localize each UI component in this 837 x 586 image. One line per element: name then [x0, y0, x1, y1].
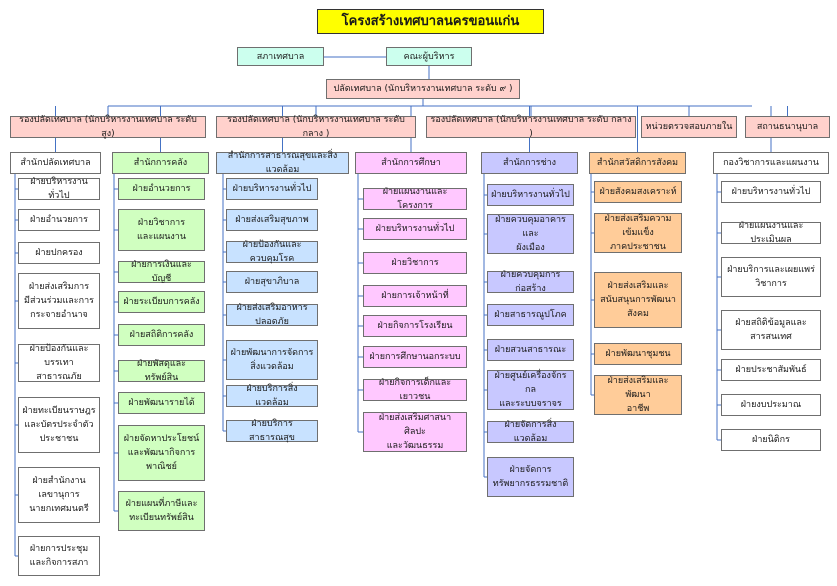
office-header-2: สำนักการคลัง — [112, 152, 209, 174]
municipal-council-box: สภาเทศบาล — [237, 47, 324, 66]
division-box: ฝ่ายสวนสาธารณะ — [487, 339, 574, 361]
office-header-1: สำนักปลัดเทศบาล — [10, 152, 101, 174]
division-box: ฝ่ายแผนที่ภาษีและ ทะเบียนทรัพย์สิน — [118, 491, 205, 531]
division-box: ฝ่ายวิชาการ และแผนงาน — [118, 209, 205, 251]
division-box: ฝ่ายควบคุมการก่อสร้าง — [487, 270, 574, 294]
division-box: ฝ่ายป้องกันและ บรรเทาสาธารณภัย — [18, 344, 100, 382]
division-box: ฝ่ายพัฒนาการจัดการ สิ่งแวดล้อม — [226, 340, 318, 380]
division-box: ฝ่ายส่งเสริมการ มีส่วนร่วมและการ กระจายอ… — [18, 273, 100, 329]
division-box: ฝ่ายจัดการ ทรัพยากรธรรมชาติ — [487, 457, 574, 497]
division-box: ฝ่ายส่งเสริมศาสนา ศิลปะ และวัฒนธรรม — [363, 412, 467, 452]
division-box: ฝ่ายบริหารงานทั่วไป — [363, 218, 467, 240]
division-box: ฝ่ายศูนย์เครื่องจักรกล และระบบจราจร — [487, 370, 574, 410]
office-header-7: กองวิชาการและแผนงาน — [713, 152, 829, 174]
division-box: ฝ่ายส่งเสริมอาหารปลอดภัย — [226, 303, 318, 327]
office-header-5: สำนักการช่าง — [481, 152, 578, 174]
division-box: ฝ่ายแผนงานและโครงการ — [363, 187, 467, 211]
executive-committee-box: คณะผู้บริหาร — [386, 47, 472, 66]
division-box: ฝ่ายสำนักงาน เลขานุการ นายกเทศมนตรี — [18, 467, 100, 523]
division-box: ฝ่ายบริการสาธารณสุข — [226, 419, 318, 443]
division-box: ฝ่ายกิจการโรงเรียน — [363, 315, 467, 337]
division-box: ฝ่ายอำนวยการ — [18, 209, 100, 231]
division-box: ฝ่ายพัฒนารายได้ — [118, 392, 205, 414]
division-box: ฝ่ายการเงินและบัญชี — [118, 260, 205, 284]
division-box: ฝ่ายควบคุมอาคารและ ผังเมือง — [487, 214, 574, 254]
division-box: ฝ่ายจัดหาประโยชน์ และพัฒนากิจการ พาณิชย์ — [118, 425, 205, 481]
division-box: ฝ่ายบริหารงานทั่วไป — [721, 181, 821, 203]
division-box: ฝ่ายพัสดุและทรัพย์สิน — [118, 359, 205, 383]
division-box: ฝ่ายทะเบียนราษฎร และบัตรประจำตัว ประชาชน — [18, 397, 100, 453]
deputy-box-3: รองปลัดเทศบาล (นักบริหารงานเทศบาล ระดับ … — [426, 115, 636, 139]
municipal-clerk-box: ปลัดเทศบาล (นักบริหารงานเทศบาล ระดับ ๙ ) — [326, 79, 520, 99]
division-box: ฝ่ายส่งเสริมสุขภาพ — [226, 209, 318, 231]
office-header-3: สำนักการสาธารณสุขและสิ่งแวดล้อม — [216, 151, 349, 175]
deputy-box-2: รองปลัดเทศบาล (นักบริหารงานเทศบาล ระดับ … — [216, 115, 416, 139]
division-box: ฝ่ายจัดการสิ่งแวดล้อม — [487, 420, 574, 444]
division-box: ฝ่ายส่งเสริมและ สนับสนุนการพัฒนา สังคม — [594, 272, 682, 328]
office-header-4: สำนักการศึกษา — [355, 152, 467, 174]
division-box: ฝ่ายบริการและเผยแพร่ วิชาการ — [721, 257, 821, 297]
deputy-box-5: สถานธนานุบาล — [745, 116, 830, 138]
division-box: ฝ่ายบริหารงานทั่วไป — [18, 177, 100, 201]
division-box: ฝ่ายประชาสัมพันธ์ — [721, 359, 821, 381]
division-box: ฝ่ายการเจ้าหน้าที่ — [363, 285, 467, 307]
division-box: ฝ่ายบริการสิ่งแวดล้อม — [226, 384, 318, 408]
division-box: ฝ่ายกิจการเด็กและเยาวชน — [363, 378, 467, 402]
division-box: ฝ่ายระเบียบการคลัง — [118, 291, 205, 313]
division-box: ฝ่ายบริหารงานทั่วไป — [226, 178, 318, 200]
division-box: ฝ่ายบริหารงานทั่วไป — [487, 184, 574, 206]
division-box: ฝ่ายสถิติข้อมูลและ สารสนเทศ — [721, 310, 821, 350]
division-box: ฝ่ายการประชุม และกิจการสภา — [18, 536, 100, 576]
chart-title: โครงสร้างเทศบาลนครขอนแก่น — [317, 9, 544, 34]
division-box: ฝ่ายอำนวยการ — [118, 178, 205, 200]
division-box: ฝ่ายสุขาภิบาล — [226, 271, 318, 293]
division-box: ฝ่ายงบประมาณ — [721, 394, 821, 416]
division-box: ฝ่ายการศึกษานอกระบบ — [363, 346, 467, 368]
division-box: ฝ่ายสถิติการคลัง — [118, 324, 205, 346]
division-box: ฝ่ายป้องกันและควบคุมโรค — [226, 240, 318, 264]
division-box: ฝ่ายสังคมสงเคราะห์ — [594, 181, 682, 203]
division-box: ฝ่ายนิติกร — [721, 429, 821, 451]
division-box: ฝ่ายส่งเสริมความเข้มแข็ง ภาคประชาชน — [594, 213, 682, 253]
deputy-box-4: หน่วยตรวจสอบภายใน — [641, 116, 737, 138]
division-box: ฝ่ายพัฒนาชุมชน — [594, 343, 682, 365]
division-box: ฝ่ายปกครอง — [18, 242, 100, 264]
division-box: ฝ่ายส่งเสริมและพัฒนา อาชีพ — [594, 375, 682, 415]
division-box: ฝ่ายวิชาการ — [363, 252, 467, 274]
division-box: ฝ่ายสาธารณูปโภค — [487, 304, 574, 326]
division-box: ฝ่ายแผนงานและประเมินผล — [721, 221, 821, 245]
deputy-box-1: รองปลัดเทศบาล (นักบริหารงานเทศบาล ระดับ … — [10, 115, 206, 139]
office-header-6: สำนักสวัสดิการสังคม — [589, 152, 686, 174]
